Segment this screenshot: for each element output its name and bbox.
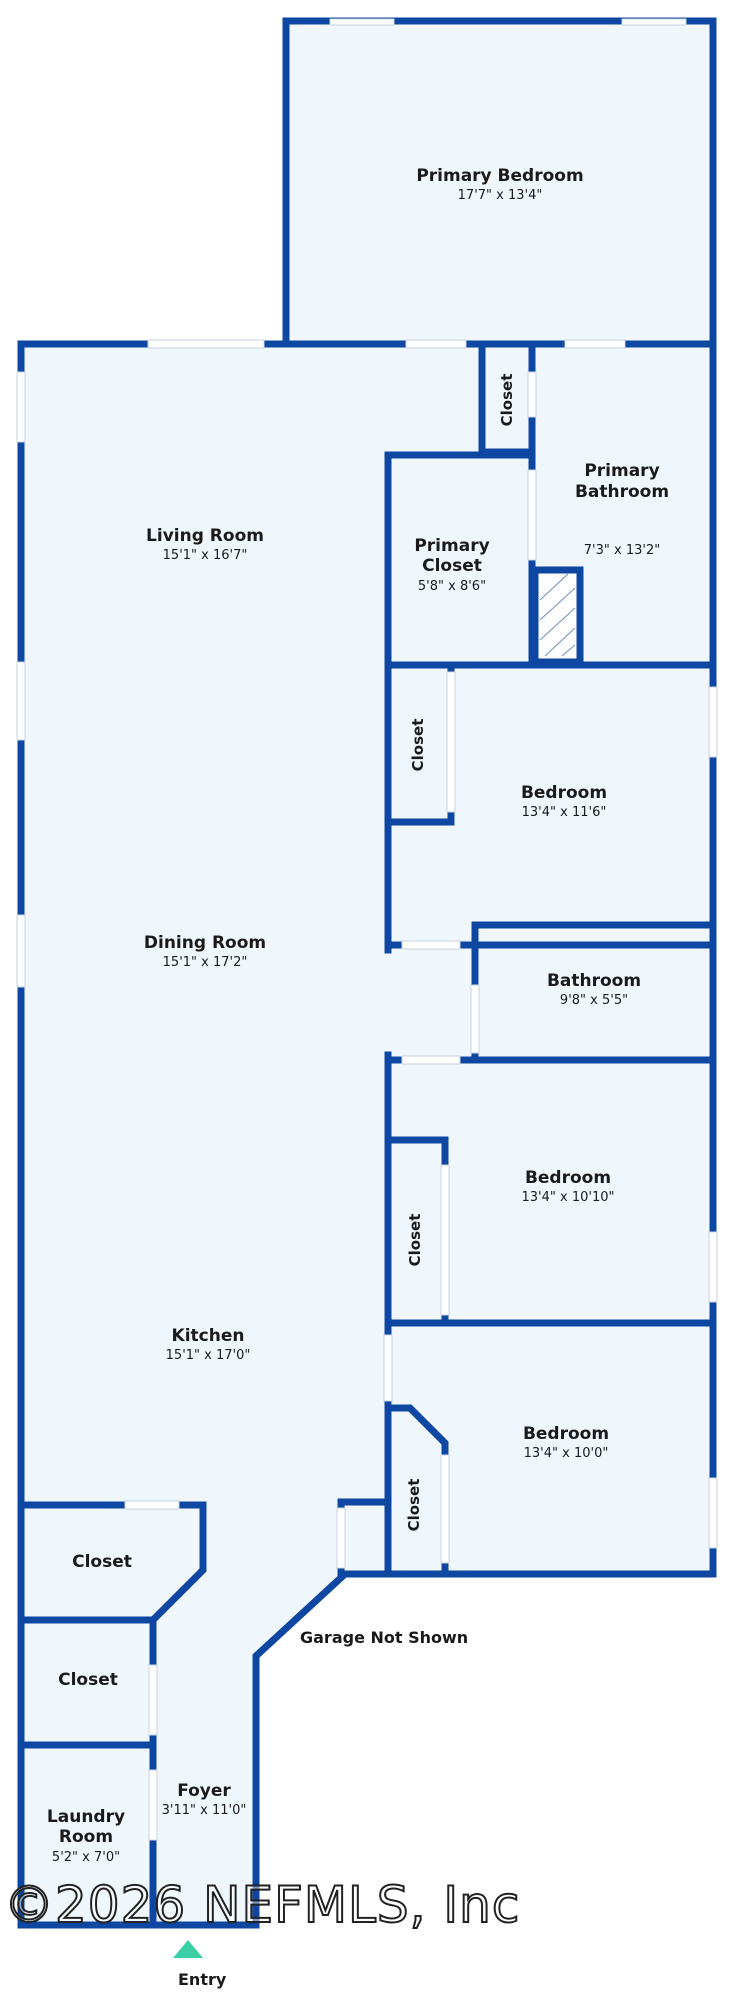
room-name: Living Room bbox=[146, 526, 264, 547]
room-name: Dining Room bbox=[143, 933, 267, 954]
closet-bedroom-3: Closet bbox=[405, 1478, 423, 1532]
room-laundry-room: Laundry Room 5'2" x 7'0" bbox=[47, 1807, 125, 1865]
room-name: Laundry Room bbox=[46, 1806, 126, 1848]
room-dining-room: Dining Room 15'1" x 17'2" bbox=[144, 933, 266, 971]
room-name: Kitchen bbox=[171, 1326, 245, 1347]
room-bedroom-3: Bedroom 13'4" x 10'0" bbox=[523, 1424, 609, 1462]
room-bathroom: Bathroom 9'8" x 5'5" bbox=[547, 971, 641, 1009]
room-dimensions: 5'8" x 8'6" bbox=[417, 578, 487, 594]
room-name: Bedroom bbox=[524, 1168, 612, 1189]
room-primary-closet: Primary Closet 5'8" x 8'6" bbox=[414, 536, 489, 594]
openings bbox=[16, 18, 718, 1841]
room-name: Foyer bbox=[177, 1781, 231, 1802]
room-primary-bathroom: Primary Bathroom 7'3" x 13'2" bbox=[575, 423, 669, 577]
room-kitchen: Kitchen 15'1" x 17'0" bbox=[166, 1326, 251, 1364]
room-bedroom-1: Bedroom 13'4" x 11'6" bbox=[521, 783, 607, 821]
room-name: Bathroom bbox=[546, 971, 642, 992]
room-dimensions: 7'3" x 13'2" bbox=[583, 542, 661, 558]
room-name: Primary Bedroom bbox=[416, 166, 584, 187]
entry-marker bbox=[173, 1940, 203, 1958]
entry-label: Entry bbox=[178, 1970, 227, 1989]
room-dimensions: 15'1" x 17'0" bbox=[165, 1348, 251, 1364]
room-foyer: Foyer 3'11" x 11'0" bbox=[162, 1781, 247, 1819]
room-bedroom-2: Bedroom 13'4" x 10'10" bbox=[522, 1168, 615, 1206]
room-dimensions: 13'4" x 11'6" bbox=[521, 805, 607, 821]
shaft-hatch bbox=[539, 573, 576, 657]
room-dimensions: 17'7" x 13'4" bbox=[457, 188, 543, 204]
room-living-room: Living Room 15'1" x 16'7" bbox=[146, 526, 264, 564]
room-dimensions: 15'1" x 16'7" bbox=[162, 548, 248, 564]
closet-left-lower: Closet bbox=[58, 1669, 118, 1690]
garage-note: Garage Not Shown bbox=[300, 1628, 469, 1647]
room-name: Bedroom bbox=[522, 1424, 610, 1445]
room-dimensions: 5'2" x 7'0" bbox=[51, 1849, 121, 1865]
closet-primary-bath: Closet bbox=[498, 373, 516, 427]
room-dimensions: 3'11" x 11'0" bbox=[161, 1803, 247, 1819]
closet-left-upper: Closet bbox=[72, 1551, 132, 1572]
room-dimensions: 13'4" x 10'10" bbox=[521, 1190, 615, 1206]
room-name: Bedroom bbox=[520, 783, 608, 804]
closet-bedroom-1: Closet bbox=[409, 718, 427, 772]
room-dimensions: 9'8" x 5'5" bbox=[559, 993, 629, 1009]
room-dimensions: 15'1" x 17'2" bbox=[162, 955, 248, 971]
closet-bedroom-2: Closet bbox=[406, 1213, 424, 1267]
room-name: Primary Bathroom bbox=[574, 461, 670, 502]
room-primary-bedroom: Primary Bedroom 17'7" x 13'4" bbox=[416, 166, 583, 204]
floor-fill bbox=[21, 21, 713, 1925]
room-name: Primary Closet bbox=[414, 535, 490, 577]
room-dimensions: 13'4" x 10'0" bbox=[523, 1446, 609, 1462]
watermark: ©2026 NEFMLS, Inc bbox=[3, 1875, 521, 1935]
